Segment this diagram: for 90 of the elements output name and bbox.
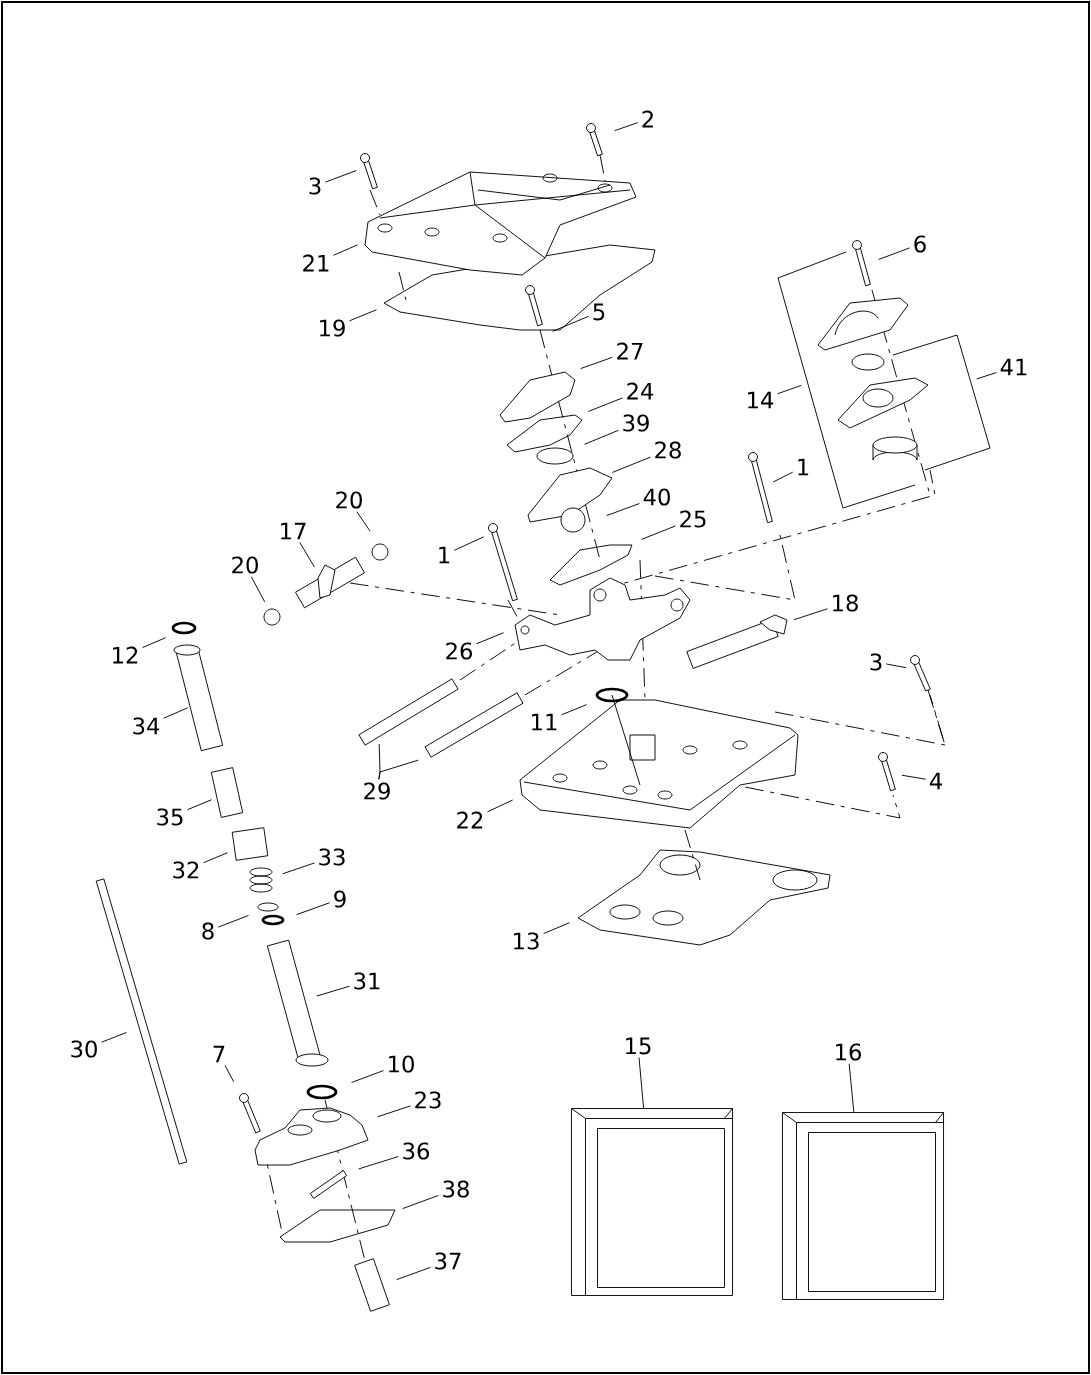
callout-number: 35 bbox=[157, 808, 183, 826]
leader-line bbox=[187, 799, 212, 811]
leader-line bbox=[378, 759, 419, 780]
leader-line bbox=[641, 525, 676, 540]
callout-number: 36 bbox=[403, 1142, 429, 1160]
leader-line bbox=[777, 384, 802, 395]
leader-line bbox=[356, 511, 371, 532]
callout-number: 13 bbox=[514, 932, 539, 950]
leader-line bbox=[203, 852, 228, 864]
leader-line bbox=[612, 456, 651, 473]
leader-line bbox=[588, 397, 623, 412]
callout-number: 18 bbox=[833, 594, 858, 612]
callout-number: 29 bbox=[364, 782, 390, 800]
callout-number: 24 bbox=[627, 382, 654, 400]
callout-number: 23 bbox=[415, 1091, 441, 1109]
leader-line bbox=[282, 862, 315, 875]
leader-line bbox=[163, 707, 189, 719]
leader-line bbox=[396, 1266, 431, 1281]
leader-line bbox=[101, 1032, 127, 1043]
callout-number: 7 bbox=[213, 1045, 225, 1063]
callout-number: 20 bbox=[232, 556, 258, 574]
leader-line bbox=[584, 429, 619, 445]
callout-number: 30 bbox=[71, 1040, 97, 1058]
leader-line bbox=[976, 372, 997, 380]
leader-line bbox=[487, 799, 514, 813]
leader-line bbox=[142, 637, 167, 648]
callout-number: 5 bbox=[593, 303, 605, 321]
leader-line bbox=[349, 309, 377, 322]
callout-number: 11 bbox=[532, 713, 557, 731]
callout-number: 15 bbox=[626, 1037, 651, 1055]
leader-line bbox=[793, 608, 828, 621]
callout-number: 6 bbox=[914, 235, 926, 253]
leader-line bbox=[377, 1105, 411, 1118]
leader-line bbox=[333, 244, 359, 256]
callout-number: 3 bbox=[309, 177, 321, 195]
callout-number: 8 bbox=[202, 922, 214, 940]
leader-line bbox=[351, 1070, 384, 1083]
leader-line bbox=[772, 471, 794, 483]
leader-line bbox=[358, 1156, 399, 1170]
leader-line bbox=[402, 1195, 439, 1210]
callout-number: 3 bbox=[870, 653, 882, 671]
parts-box bbox=[571, 1108, 733, 1296]
callout-number: 2 bbox=[642, 110, 653, 128]
leader-line bbox=[296, 902, 331, 916]
callout-number: 20 bbox=[336, 491, 362, 509]
leader-line bbox=[580, 356, 613, 370]
callout-number: 39 bbox=[623, 414, 649, 432]
leader-line bbox=[885, 663, 907, 669]
leader-line bbox=[878, 247, 911, 260]
callout-number: 4 bbox=[929, 772, 942, 790]
leader-line bbox=[224, 1064, 235, 1083]
callout-number: 12 bbox=[113, 646, 138, 664]
parts-box bbox=[782, 1112, 944, 1300]
leader-line bbox=[217, 915, 249, 928]
callout-number: 17 bbox=[281, 522, 306, 540]
leader-line bbox=[453, 536, 485, 551]
leader-line bbox=[638, 1057, 645, 1109]
callout-number: 37 bbox=[435, 1252, 461, 1270]
callout-number: 27 bbox=[617, 342, 643, 360]
callout-number: 32 bbox=[173, 861, 199, 879]
leader-line bbox=[848, 1063, 855, 1113]
callout-number: 28 bbox=[655, 441, 681, 459]
leader-line bbox=[561, 704, 587, 716]
leader-line bbox=[543, 922, 570, 935]
callout-number: 10 bbox=[389, 1055, 414, 1073]
callout-number: 21 bbox=[303, 254, 329, 272]
callout-number: 41 bbox=[1000, 358, 1027, 376]
callout-number: 34 bbox=[133, 717, 160, 735]
leader-line bbox=[316, 985, 350, 997]
leader-line bbox=[614, 122, 639, 132]
leader-line bbox=[552, 315, 590, 332]
leader-line bbox=[901, 774, 927, 780]
leader-line bbox=[324, 170, 357, 183]
callout-number: 22 bbox=[457, 811, 483, 829]
callout-number: 9 bbox=[334, 890, 346, 908]
leader-line bbox=[299, 541, 315, 568]
callout-number: 38 bbox=[443, 1180, 469, 1198]
leader-line bbox=[606, 503, 640, 517]
callout-number: 31 bbox=[354, 972, 380, 990]
leader-line bbox=[476, 632, 504, 645]
callout-number: 14 bbox=[748, 391, 774, 409]
callout-number: 40 bbox=[643, 488, 670, 506]
callout-number: 16 bbox=[836, 1043, 861, 1061]
callout-number: 26 bbox=[446, 642, 472, 660]
callout-number: 19 bbox=[320, 319, 345, 337]
callout-number: 33 bbox=[319, 848, 345, 866]
leader-line bbox=[250, 576, 266, 603]
callout-number: 1 bbox=[439, 546, 450, 564]
callout-number: 1 bbox=[798, 458, 809, 476]
callout-number: 25 bbox=[680, 510, 706, 528]
